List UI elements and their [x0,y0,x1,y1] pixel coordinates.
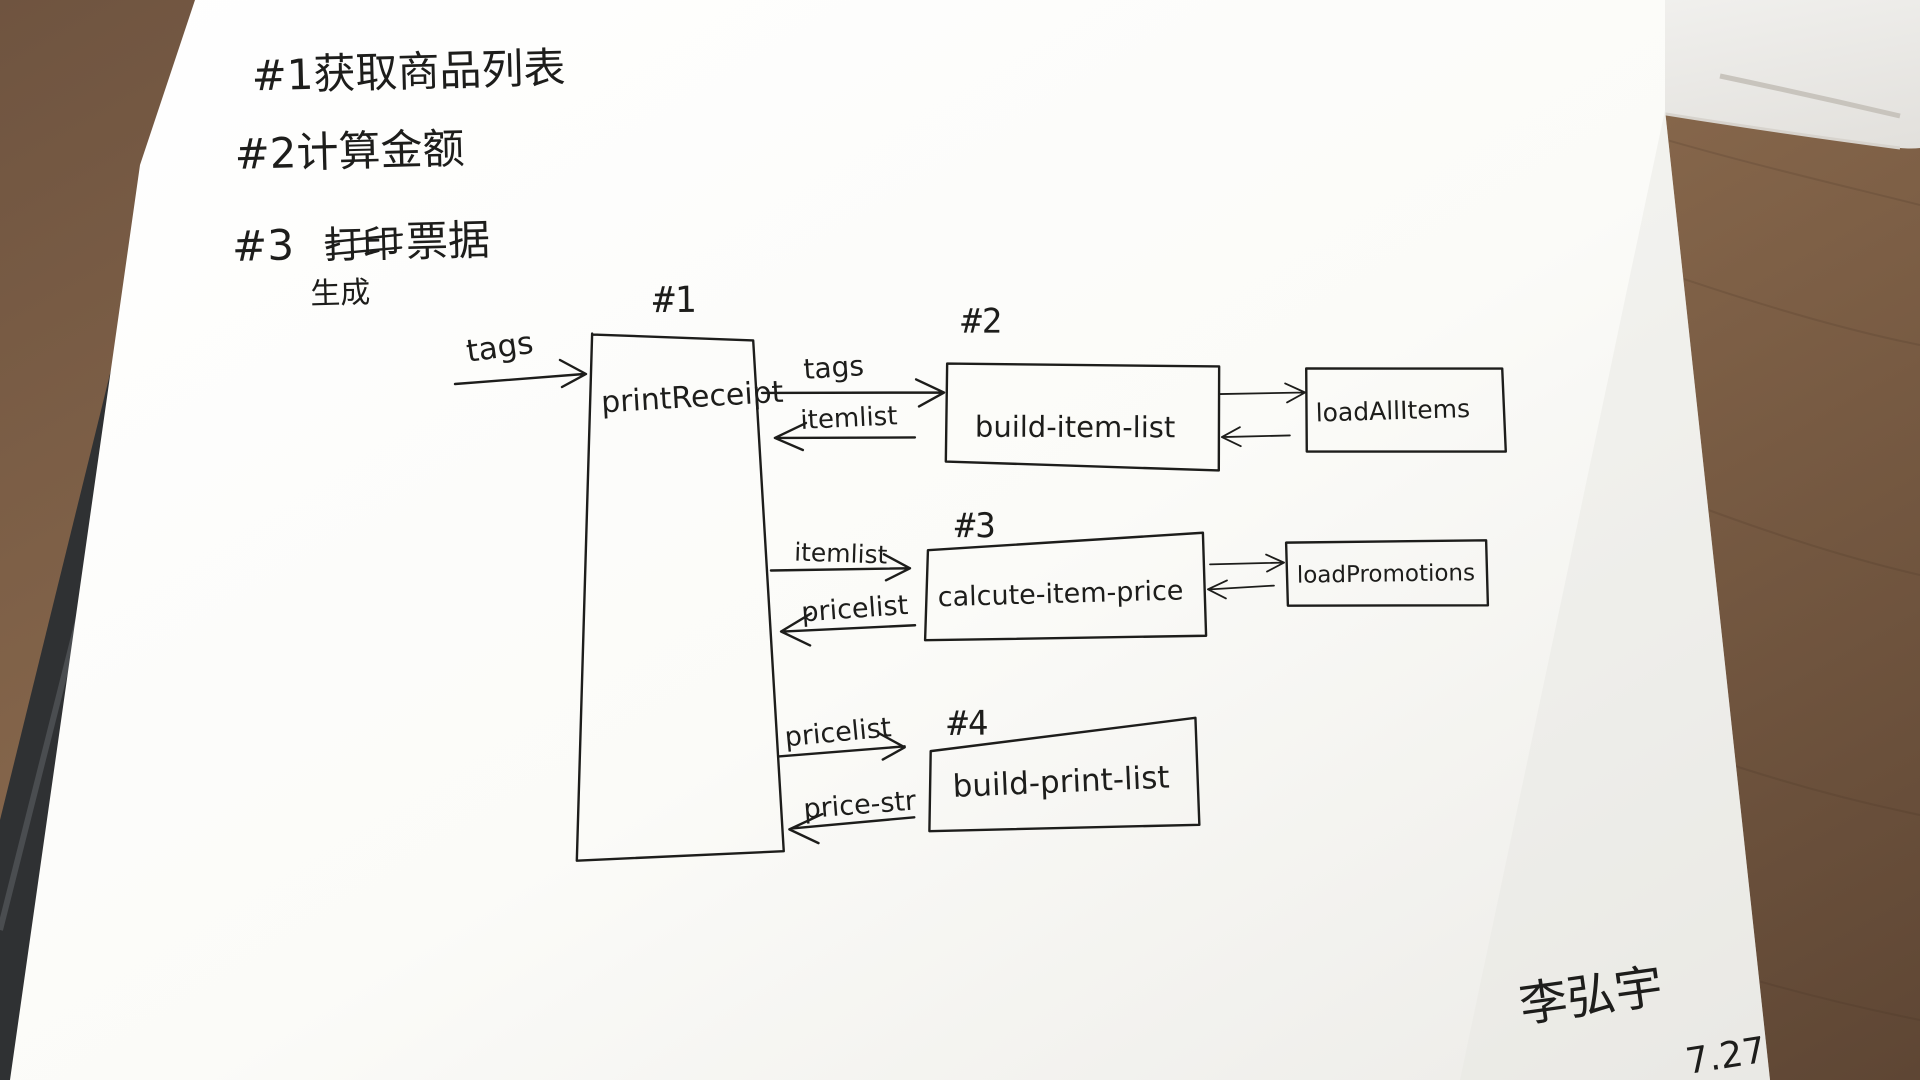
note-strikeout-lines [324,233,403,256]
dep1-call-arrow [1219,382,1306,404]
node4-box [928,716,1201,833]
node4-out-arrow [788,812,916,845]
node3-name: calcute-item-price [937,575,1184,613]
node2-in-arrow [760,378,946,408]
input-arrow [453,358,588,389]
main-process-label: #1 [653,280,697,321]
note-step3-prefix: #3 [231,220,294,271]
dep2-box [1284,539,1490,607]
note-step3-suffix: 票据 [405,215,490,266]
process-node-2: #2 build-item-list tags itemlist [760,302,1221,472]
node2-out-label: itemlist [800,401,898,436]
dep1-box [1305,367,1507,453]
node3-out-arrow [779,612,917,647]
note-step2: #2计算金额 [234,124,465,179]
node2-box [944,362,1221,472]
node2-name: build-item-list [975,410,1175,445]
dependency-load-all-items: loadAllItems [1219,367,1507,453]
handwritten-notes: #1获取商品列表 #2计算金额 #3 打印 票据 生成 [231,43,566,312]
dependency-load-promotions: loadPromotions [1207,539,1490,607]
node2-in-label: tags [802,349,865,386]
node4-label: #4 [947,704,988,744]
note-step3-struck: 打印 [323,222,400,268]
node3-out-label: pricelist [800,590,909,629]
node4-in-arrow [777,732,906,761]
node3-in-arrow [769,553,912,582]
node3-box [923,531,1208,642]
dep1-name: loadAllItems [1315,394,1470,428]
dep2-return-arrow [1207,579,1275,600]
node2-label: #2 [961,302,1002,342]
node3-in-label: itemlist [794,537,888,569]
dep2-call-arrow [1209,553,1285,573]
node3-label: #3 [955,506,996,546]
dep1-return-arrow [1220,426,1291,448]
main-process-box [575,332,785,862]
dep2-name: loadPromotions [1297,560,1476,588]
note-step3-insert: 生成 [310,275,371,312]
process-node-3: #3 calcute-item-price itemlist pricelist [769,506,1208,647]
note-step1: #1获取商品列表 [251,43,566,100]
node2-out-arrow [773,421,917,452]
paper-sheet [10,0,1770,1080]
